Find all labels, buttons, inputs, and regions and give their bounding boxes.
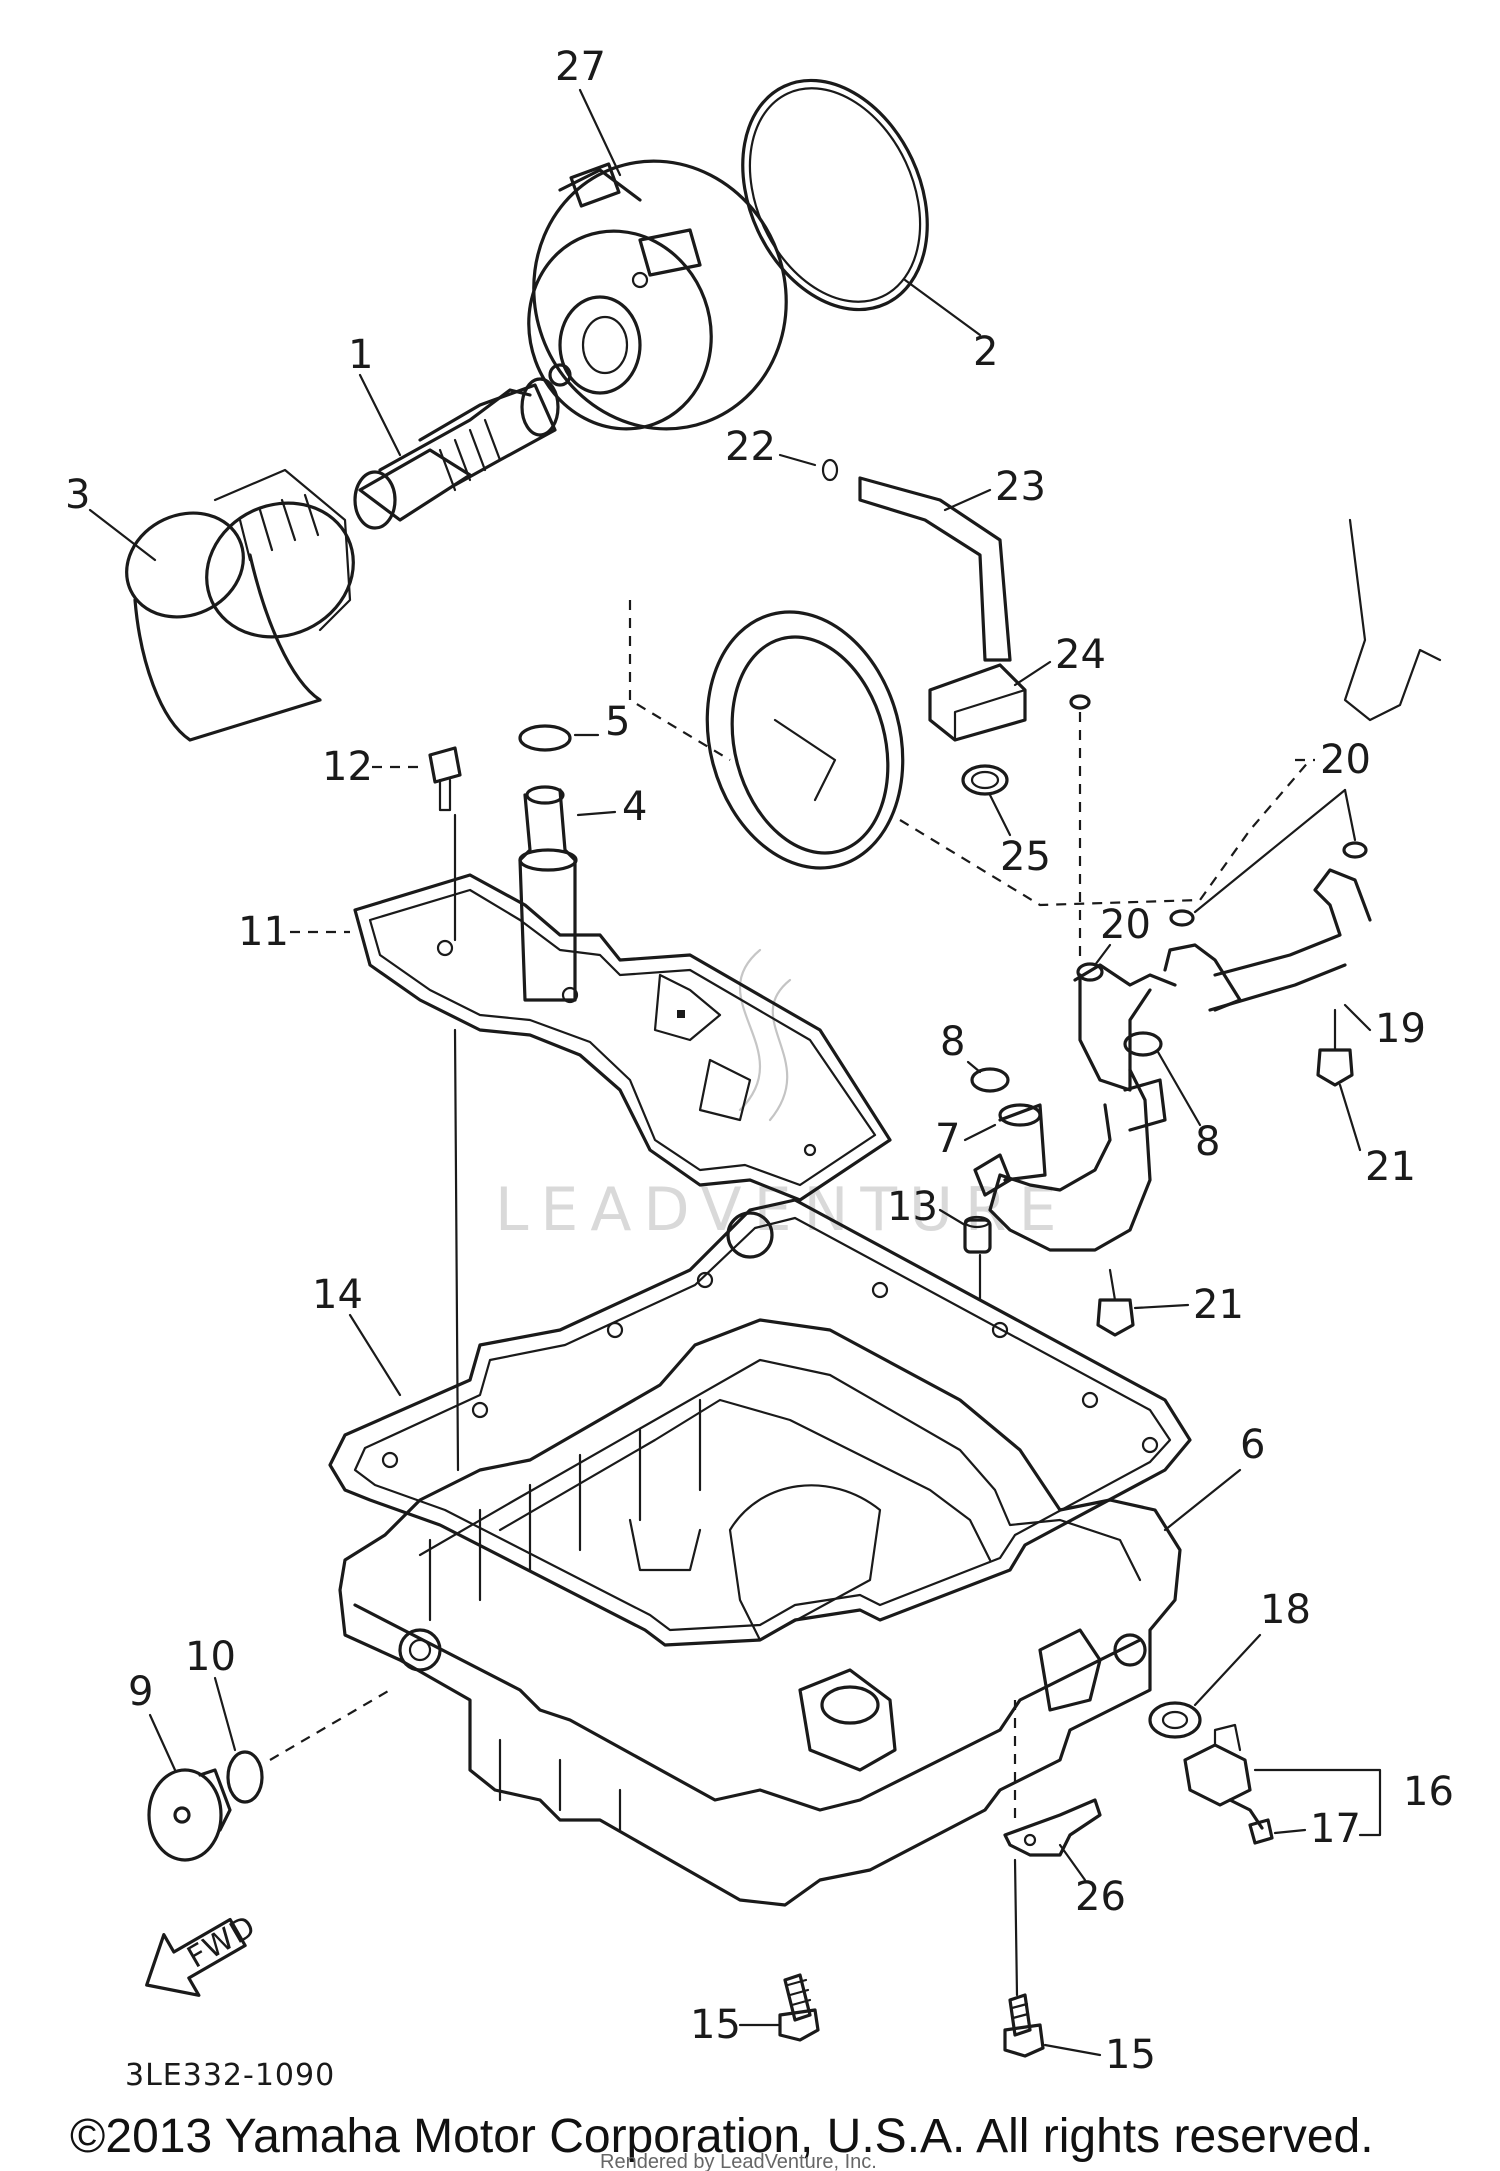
callout-23: 23 <box>995 464 1046 510</box>
oil-filter-part-3 <box>125 468 355 742</box>
diagram-code: 3LE332-1090 <box>125 2058 335 2093</box>
clip-part-25 <box>961 764 1009 796</box>
callout-2: 2 <box>973 329 998 375</box>
callout-18: 18 <box>1260 1587 1311 1633</box>
callout-6: 6 <box>1240 1422 1265 1468</box>
callout-27: 27 <box>555 44 606 90</box>
callout-26: 26 <box>1075 1874 1126 1920</box>
forward-arrow-label: FWD <box>182 1909 263 1976</box>
o-ring-part-20-c <box>1342 841 1368 859</box>
callout-13: 13 <box>887 1184 938 1230</box>
o-ring-part-20-b <box>1169 909 1195 927</box>
relief-valve-part-4 <box>518 785 578 1002</box>
callout-5: 5 <box>605 699 630 745</box>
forward-arrow-icon: FWD <box>145 1909 263 1997</box>
bolt-part-21-lower <box>1096 1268 1135 1337</box>
bolt-part-15-right <box>1003 1858 1045 2058</box>
callout-3: 3 <box>65 472 90 518</box>
o-ring-part-5 <box>518 724 572 752</box>
callout-12: 12 <box>322 744 373 790</box>
callout-22: 22 <box>725 424 776 470</box>
watermark: LEADVENTURE <box>495 1175 1069 1245</box>
callout-4: 4 <box>622 784 647 830</box>
callout-15-right: 15 <box>1105 2032 1156 2078</box>
callout-15-left: 15 <box>690 2002 741 2048</box>
callout-21-right: 21 <box>1365 1144 1416 1190</box>
o-ring-part-8-right <box>1123 1031 1163 1057</box>
callout-16: 16 <box>1403 1769 1454 1815</box>
watermark-logo <box>738 948 792 1122</box>
oil-pipe-assembly-part-19 <box>973 868 1372 1252</box>
dowel-part-13 <box>963 1215 992 1302</box>
callout-17: 17 <box>1310 1806 1361 1852</box>
o-ring-part-20-d <box>1069 694 1091 710</box>
bracket-part-26 <box>1003 1700 1102 1857</box>
washer-part-18 <box>1148 1701 1202 1739</box>
callout-8-right: 8 <box>1195 1119 1220 1165</box>
union-bolt-part-1 <box>353 377 560 530</box>
copyright-notice: ©2013 Yamaha Motor Corporation, U.S.A. A… <box>70 2110 1374 2163</box>
rendered-by-credit: Rendered by LeadVenture, Inc. <box>600 2151 877 2171</box>
o-ring-part-8-left <box>970 1067 1010 1093</box>
pipe-part-23 <box>821 458 1012 662</box>
drain-bolt-part-16 <box>1183 1723 1252 1807</box>
callout-21-lower: 21 <box>1193 1282 1244 1328</box>
o-ring-part-2-inner <box>748 87 922 303</box>
oil-pan-gasket-part-14 <box>328 1198 1192 1647</box>
callout-7: 7 <box>935 1116 960 1162</box>
plug-part-9 <box>147 1768 232 1862</box>
callout-9: 9 <box>128 1669 153 1715</box>
oil-cooler-part-27 <box>527 159 788 431</box>
callout-11: 11 <box>238 909 289 955</box>
oil-pan-part-6 <box>338 1318 1182 1907</box>
screw-part-17 <box>1228 1798 1274 1845</box>
callout-20-mid: 20 <box>1100 902 1151 948</box>
bolt-part-12 <box>428 746 462 812</box>
oil-strainer <box>628 600 1311 907</box>
o-ring-part-10 <box>226 1750 264 1804</box>
callout-14: 14 <box>312 1272 363 1318</box>
callout-1: 1 <box>348 332 373 378</box>
bolt-part-21-right <box>1316 1008 1354 1087</box>
leader-9-line <box>269 1689 391 1761</box>
callout-10: 10 <box>185 1634 236 1680</box>
callout-24: 24 <box>1055 632 1106 678</box>
crankcase-edge <box>1343 518 1442 722</box>
o-ring-part-2 <box>741 78 929 312</box>
o-ring-part-20-a <box>1076 962 1104 982</box>
leader-14-vertical <box>453 1028 460 1472</box>
callout-20-top: 20 <box>1320 737 1371 783</box>
bolt-part-15-left <box>778 1973 820 2042</box>
callout-19: 19 <box>1375 1006 1426 1052</box>
baffle-plate-part-11 <box>353 873 892 1202</box>
callouts: 27 2 1 3 22 23 24 5 4 12 11 25 2 <box>65 44 1454 2078</box>
damper-part-24 <box>928 663 1027 742</box>
callout-25: 25 <box>1000 834 1051 880</box>
callout-8-left: 8 <box>940 1019 965 1065</box>
